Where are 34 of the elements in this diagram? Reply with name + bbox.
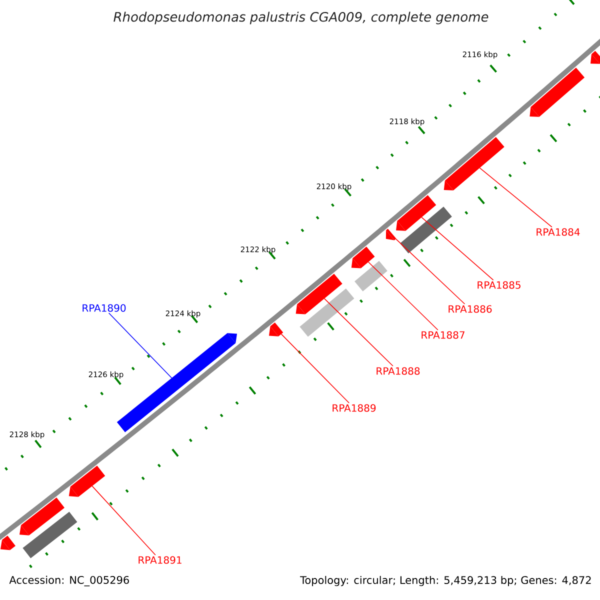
gene-label: RPA1886 <box>448 305 492 313</box>
gene-feature <box>386 228 396 240</box>
leader-line <box>92 486 156 556</box>
gene-bar <box>22 512 78 558</box>
leader-line <box>479 168 552 228</box>
leader-line <box>421 216 494 280</box>
leader-line <box>368 262 438 330</box>
gene-feature <box>19 498 64 536</box>
gene-feature <box>68 466 106 497</box>
gene-bar <box>354 260 388 292</box>
gene-feature <box>0 536 16 550</box>
leader-line <box>324 298 394 366</box>
gene-label: RPA1890 <box>82 304 126 312</box>
gene-label: RPA1885 <box>478 281 520 289</box>
leader-line <box>108 312 172 378</box>
gene-feature <box>396 195 436 231</box>
gene-feature <box>444 137 504 190</box>
leader-line <box>280 334 350 404</box>
gene-feature <box>530 68 585 117</box>
title: Rhodopseudomonas palustris CGA009, complete genome <box>114 12 488 24</box>
gene-label: RPA1884 <box>536 228 580 236</box>
gene-label: RPA1891 <box>138 556 182 564</box>
gene-feature <box>351 246 375 268</box>
gene-feature <box>268 322 284 336</box>
gene-bar <box>400 206 452 254</box>
footer-text: Topology: circular; Length: 5,459,213 bp; Genes: 4,872 <box>300 576 591 586</box>
gene-label: RPA1888 <box>376 367 420 375</box>
gene-label: RPA1889 <box>332 404 376 412</box>
gene-bar <box>300 288 354 337</box>
footer-text: Accession: NC_005296 <box>9 576 129 586</box>
gene-feature <box>590 50 600 64</box>
gene-label: RPA1887 <box>422 331 464 339</box>
gene-feature <box>296 274 342 314</box>
leader-line <box>396 238 466 304</box>
